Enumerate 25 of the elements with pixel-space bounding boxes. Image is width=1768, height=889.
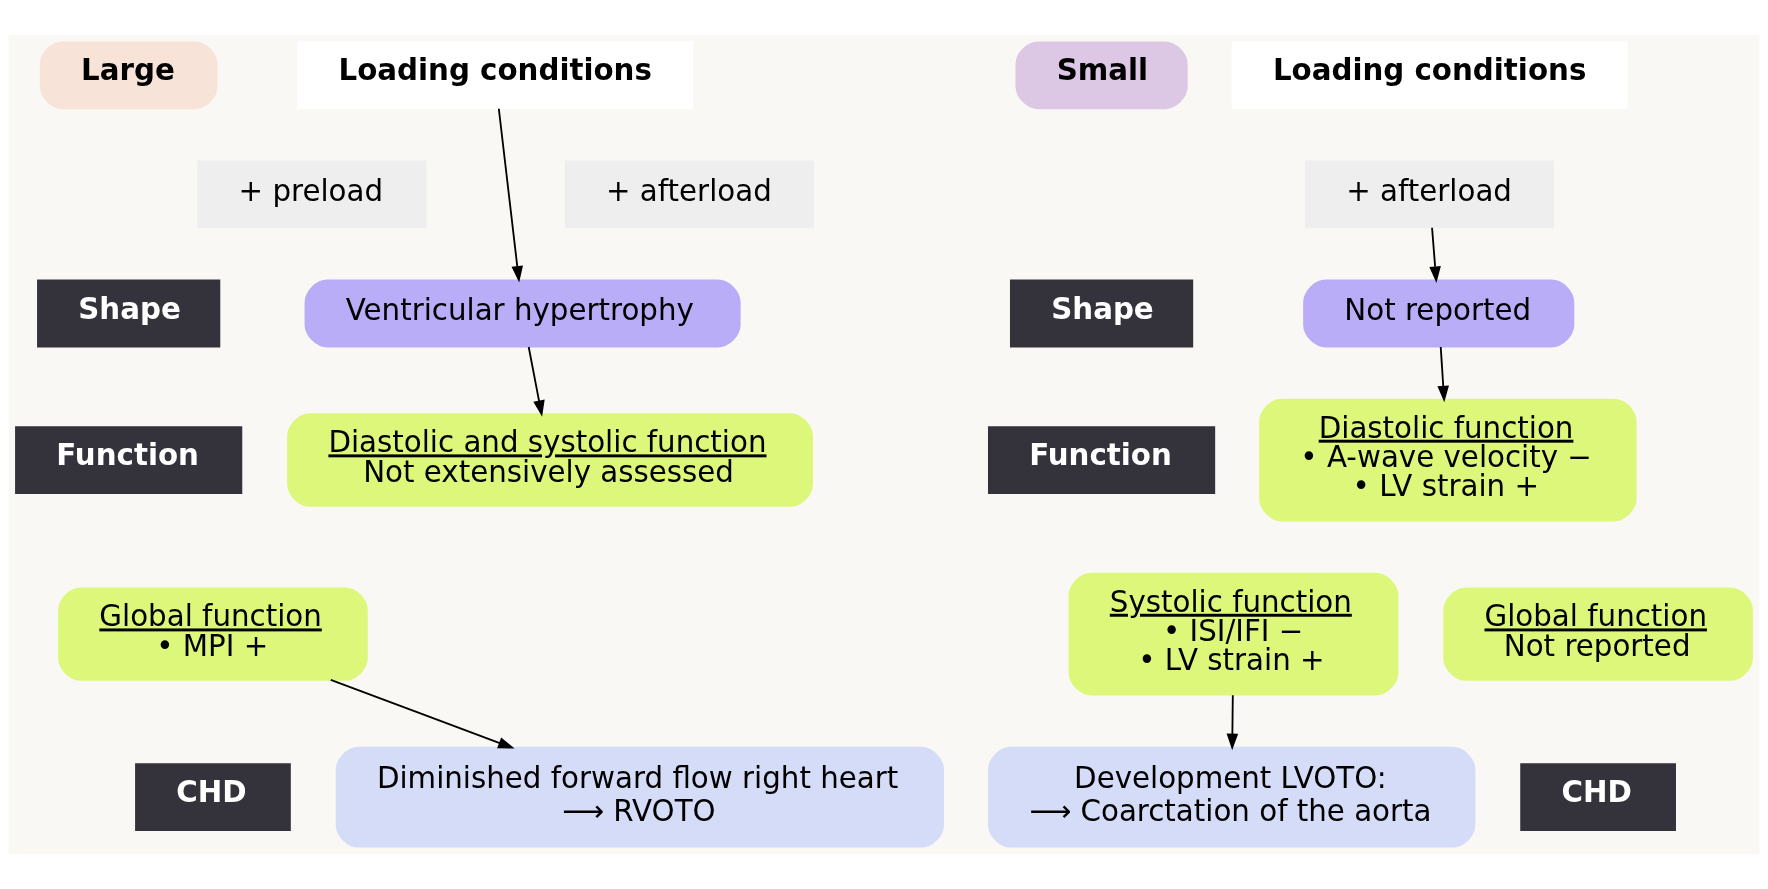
node-box: Development LVOTO: ⟶ Coarctation of the aorta <box>987 746 1476 848</box>
arrow <box>1437 346 1449 403</box>
node-box: Loading conditions <box>297 41 693 110</box>
node-box: Global function Not reported <box>1443 587 1753 681</box>
node-box: Not reported <box>1303 279 1575 348</box>
node-box: Diminished forward flow right heart ⟶ RVOTO <box>335 746 944 848</box>
node-box: Shape <box>1009 279 1194 348</box>
node-box: Systolic function • ISI/IFI − • LV strain + <box>1068 572 1399 696</box>
node-box: Large <box>39 41 218 110</box>
node-box: Function <box>987 426 1216 494</box>
arrow <box>1226 694 1239 751</box>
node-box: Ventricular hypertrophy <box>304 279 741 348</box>
node-box: CHD <box>1520 763 1676 832</box>
arrow <box>329 679 515 749</box>
node-box: Diastolic and systolic function Not extensively assessed <box>287 413 813 507</box>
node-box: CHD <box>135 763 291 832</box>
node-box: Global function • MPI + <box>58 587 368 681</box>
node-box: + afterload <box>1304 160 1555 229</box>
arrow <box>1429 226 1441 283</box>
node-box: Function <box>15 426 243 494</box>
node-box: Shape <box>37 279 221 348</box>
arrow <box>497 107 523 283</box>
arrow <box>527 346 545 417</box>
node-box: Small <box>1015 41 1188 110</box>
node-box: Diastolic function • A-wave velocity − • LV strain + <box>1259 398 1637 522</box>
